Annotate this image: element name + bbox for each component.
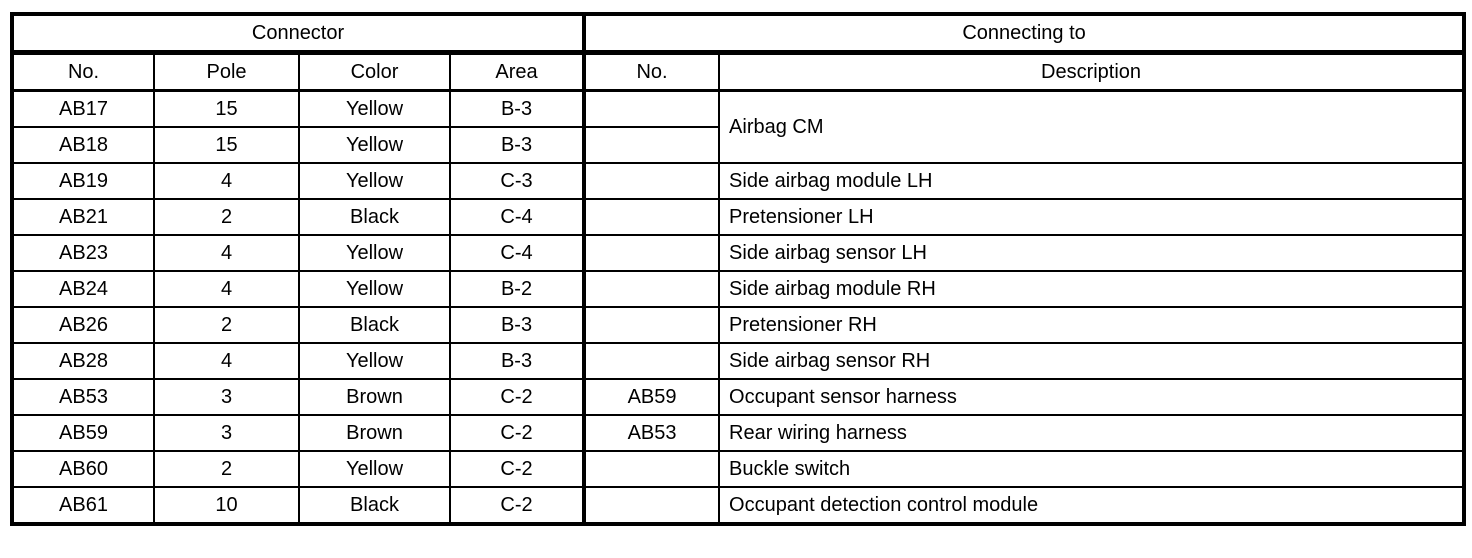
group-header-connector: Connector xyxy=(10,13,586,55)
connector-table: Connector Connecting to No. Pole Color A… xyxy=(10,12,1467,526)
cell-pole: 2 xyxy=(153,306,300,344)
cell-connecting-no xyxy=(582,198,721,236)
table-group-header-row: Connector Connecting to xyxy=(10,13,1466,55)
cell-area: C-4 xyxy=(448,234,586,272)
cell-area: B-3 xyxy=(448,342,586,380)
cell-area: C-2 xyxy=(448,450,586,488)
cell-color: Black xyxy=(298,198,451,236)
cell-description: Airbag CM xyxy=(718,89,1466,164)
col-header-description: Description xyxy=(718,51,1466,92)
cell-area: B-3 xyxy=(448,89,586,128)
cell-pole: 4 xyxy=(153,342,300,380)
cell-color: Yellow xyxy=(298,450,451,488)
cell-pole: 4 xyxy=(153,162,300,200)
cell-connector-no: AB53 xyxy=(11,378,155,416)
cell-description: Pretensioner LH xyxy=(718,198,1466,236)
cell-connecting-no: AB53 xyxy=(582,414,721,452)
cell-connector-no: AB17 xyxy=(11,89,155,128)
cell-description: Side airbag module RH xyxy=(718,270,1466,308)
cell-connector-no: AB21 xyxy=(11,198,155,236)
cell-connector-no: AB26 xyxy=(11,306,155,344)
cell-connector-no: AB24 xyxy=(11,270,155,308)
col-header-connecting-no: No. xyxy=(582,51,721,92)
cell-connector-no: AB19 xyxy=(11,162,155,200)
cell-color: Black xyxy=(298,486,451,525)
cell-connecting-no xyxy=(582,306,721,344)
cell-description: Side airbag sensor RH xyxy=(718,342,1466,380)
cell-area: C-2 xyxy=(448,378,586,416)
cell-color: Yellow xyxy=(298,126,451,164)
cell-connector-no: AB61 xyxy=(11,486,155,525)
cell-pole: 15 xyxy=(153,89,300,128)
cell-pole: 15 xyxy=(153,126,300,164)
cell-description: Pretensioner RH xyxy=(718,306,1466,344)
cell-area: C-4 xyxy=(448,198,586,236)
cell-connecting-no xyxy=(582,342,721,380)
cell-connecting-no xyxy=(582,89,721,128)
cell-area: C-3 xyxy=(448,162,586,200)
cell-pole: 2 xyxy=(153,198,300,236)
cell-pole: 3 xyxy=(153,378,300,416)
cell-color: Yellow xyxy=(298,270,451,308)
cell-connecting-no: AB59 xyxy=(582,378,721,416)
cell-description: Side airbag module LH xyxy=(718,162,1466,200)
col-header-area: Area xyxy=(448,51,586,92)
cell-area: B-2 xyxy=(448,270,586,308)
cell-connecting-no xyxy=(582,234,721,272)
cell-connecting-no xyxy=(582,450,721,488)
cell-connecting-no xyxy=(582,126,721,164)
group-header-connecting-to: Connecting to xyxy=(582,13,1466,55)
cell-connector-no: AB60 xyxy=(11,450,155,488)
cell-description: Occupant detection control module xyxy=(718,486,1466,525)
cell-area: C-2 xyxy=(448,414,586,452)
cell-description: Side airbag sensor LH xyxy=(718,234,1466,272)
cell-area: C-2 xyxy=(448,486,586,525)
cell-connecting-no xyxy=(582,162,721,200)
cell-description: Occupant sensor harness xyxy=(718,378,1466,416)
cell-area: B-3 xyxy=(448,306,586,344)
cell-connector-no: AB23 xyxy=(11,234,155,272)
cell-color: Brown xyxy=(298,378,451,416)
cell-connector-no: AB59 xyxy=(11,414,155,452)
cell-pole: 10 xyxy=(153,486,300,525)
cell-color: Yellow xyxy=(298,89,451,128)
cell-connecting-no xyxy=(582,486,721,525)
cell-pole: 4 xyxy=(153,270,300,308)
cell-connector-no: AB28 xyxy=(11,342,155,380)
cell-color: Yellow xyxy=(298,162,451,200)
table-column-header-row: No. Pole Color Area No. Description xyxy=(11,51,1466,92)
cell-connecting-no xyxy=(582,270,721,308)
cell-color: Black xyxy=(298,306,451,344)
cell-description: Buckle switch xyxy=(718,450,1466,488)
cell-area: B-3 xyxy=(448,126,586,164)
cell-color: Yellow xyxy=(298,234,451,272)
col-header-pole: Pole xyxy=(153,51,300,92)
col-header-no: No. xyxy=(11,51,155,92)
cell-pole: 3 xyxy=(153,414,300,452)
cell-pole: 4 xyxy=(153,234,300,272)
cell-color: Yellow xyxy=(298,342,451,380)
cell-pole: 2 xyxy=(153,450,300,488)
cell-color: Brown xyxy=(298,414,451,452)
cell-connector-no: AB18 xyxy=(11,126,155,164)
cell-description: Rear wiring harness xyxy=(718,414,1466,452)
col-header-color: Color xyxy=(298,51,451,92)
